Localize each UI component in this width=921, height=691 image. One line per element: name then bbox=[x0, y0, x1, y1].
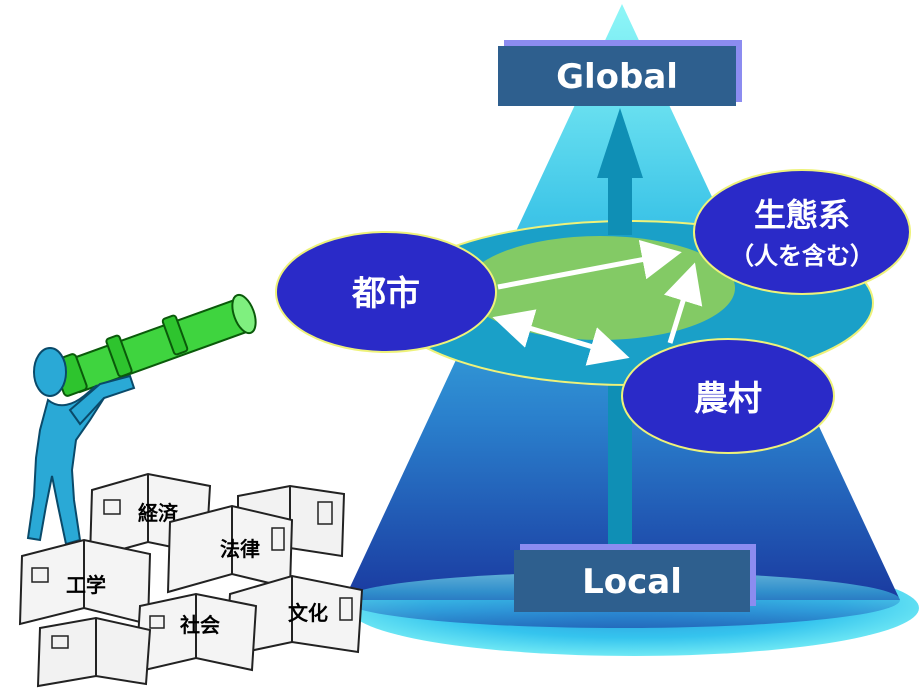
book-label-society: 社会 bbox=[179, 613, 220, 637]
books-stack: 経済 法律 工学 文化 社会 bbox=[18, 472, 364, 688]
village-node bbox=[621, 338, 835, 454]
ecosystem-node bbox=[693, 169, 911, 295]
ecosystem-note: （人を含む） bbox=[730, 242, 874, 270]
local-label: Local bbox=[582, 562, 682, 602]
book-label-engineering: 工学 bbox=[66, 573, 106, 597]
book-label-culture: 文化 bbox=[288, 601, 328, 625]
book-engineering: 工学 bbox=[18, 538, 152, 626]
arrow-city-village bbox=[492, 309, 630, 366]
book-society: 社会 bbox=[134, 592, 258, 674]
ecosystem-label: 生態系 bbox=[754, 196, 850, 234]
telescope-icon bbox=[52, 293, 257, 397]
city-label: 都市 bbox=[351, 274, 420, 314]
global-label: Global bbox=[556, 57, 678, 97]
village-label: 農村 bbox=[694, 379, 762, 419]
person-with-telescope bbox=[26, 293, 257, 546]
book-law: 法律 bbox=[166, 504, 294, 594]
book-label-law: 法律 bbox=[220, 537, 260, 561]
arrow-city-to-ecosystem bbox=[497, 239, 682, 290]
book-front-left bbox=[36, 616, 152, 688]
city-node bbox=[275, 231, 497, 353]
up-arrow-icon bbox=[597, 108, 643, 178]
local-label-box bbox=[514, 550, 750, 612]
arrow-village-to-ecosystem bbox=[664, 262, 703, 344]
global-label-box bbox=[498, 46, 736, 106]
vertical-axis-upper bbox=[608, 175, 632, 235]
